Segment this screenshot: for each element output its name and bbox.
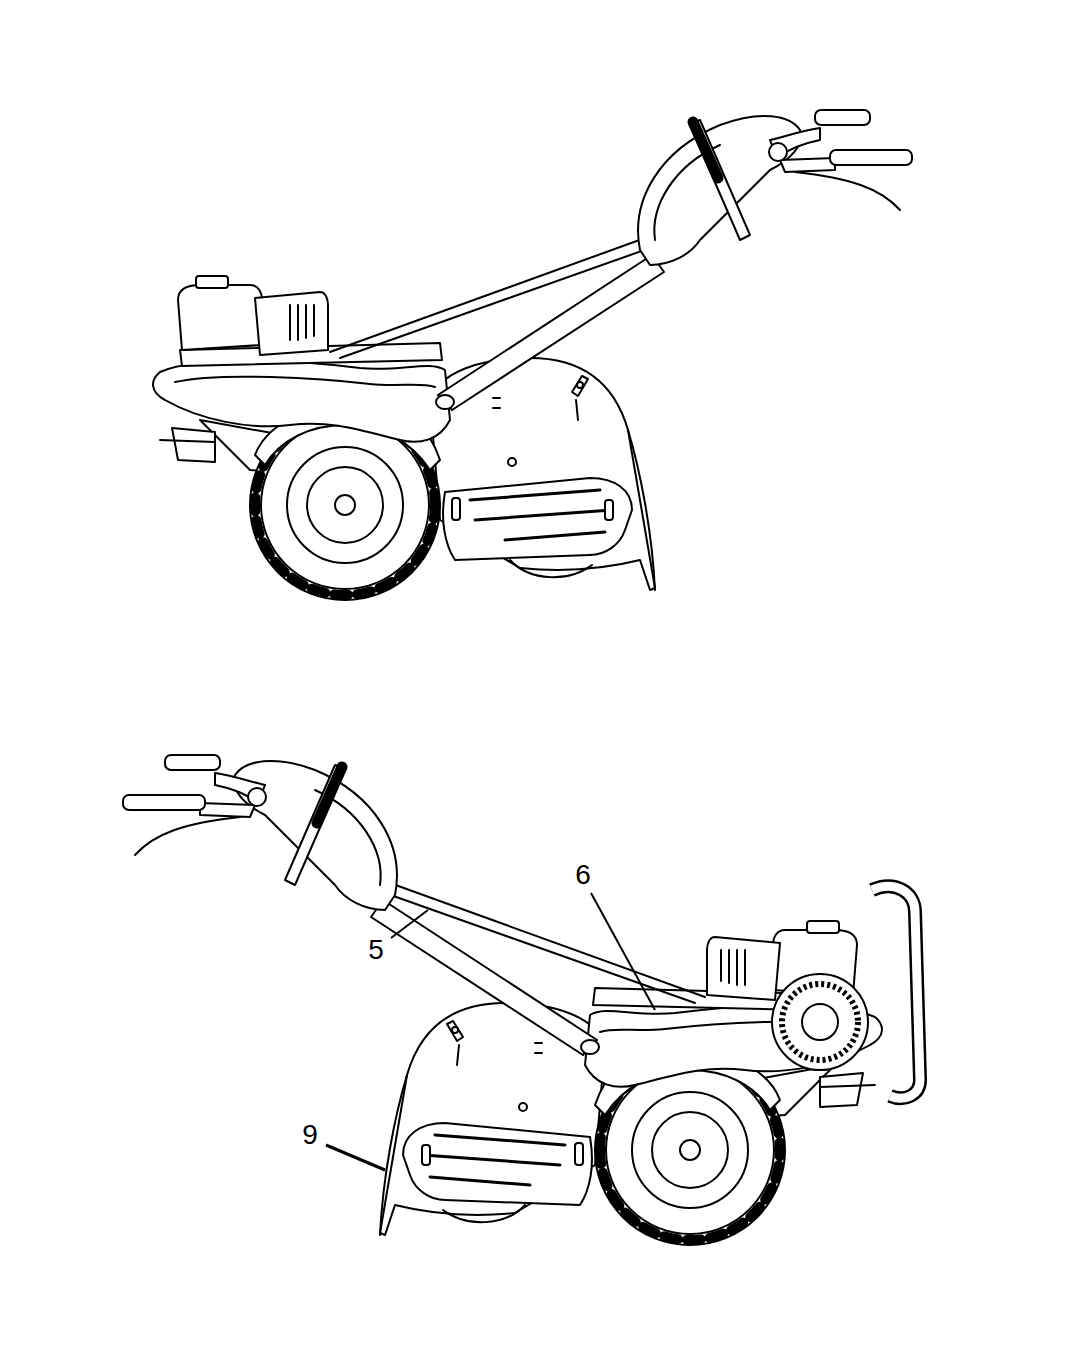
callout-number: 9 (302, 1119, 318, 1150)
callout-number: 5 (368, 934, 384, 965)
engine-details (772, 886, 920, 1098)
leader-lines (326, 893, 655, 1170)
callout-holder: 6 (575, 861, 591, 889)
callout-number: 6 (575, 859, 591, 890)
tiller-side-view (153, 110, 912, 600)
leader-line (391, 910, 428, 938)
leader-line (326, 1145, 385, 1170)
leader-line (591, 893, 655, 1010)
callout-holder: 5 (368, 936, 384, 964)
tiller-side-view (123, 755, 882, 1245)
callout-holder: 9 (302, 1121, 318, 1149)
